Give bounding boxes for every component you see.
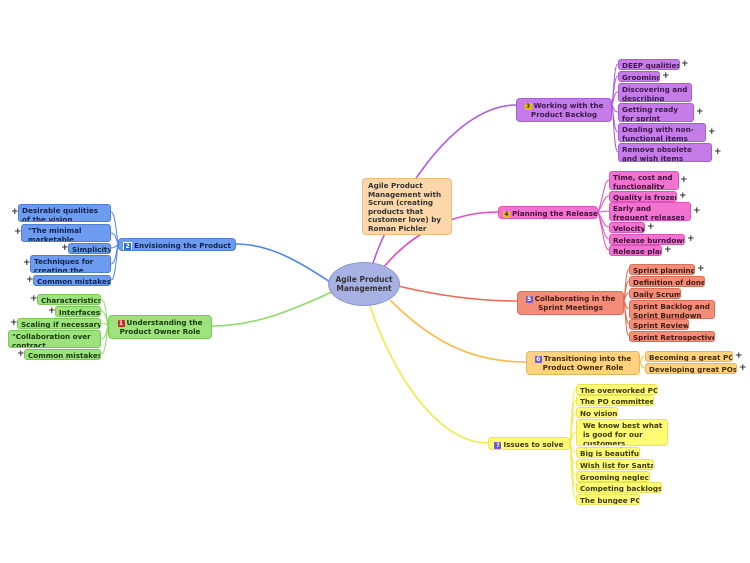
leaf-common-mistakes-role[interactable]: Common mistakes — [24, 349, 101, 360]
expand-plus-icon[interactable]: + — [708, 127, 716, 137]
leaf-bungee-po[interactable]: The bungee PO — [576, 494, 640, 505]
leaf-velocity[interactable]: Velocity — [609, 222, 645, 233]
leaf-sprint-review[interactable]: Sprint Review — [629, 319, 689, 330]
badge-6-icon: 6 — [534, 355, 542, 363]
leaf-common-mistakes-vision[interactable]: Common mistakes — [33, 275, 111, 286]
topic-issues-to-solve[interactable]: ?Issues to solve — [488, 437, 570, 450]
expand-plus-icon[interactable]: + — [23, 258, 31, 268]
leaf-sprint-planning[interactable]: Sprint planning — [629, 264, 695, 275]
leaf-deep-qualities[interactable]: DEEP qualities — [618, 59, 680, 70]
leaf-getting-ready[interactable]: Getting ready for sprint planning — [618, 103, 694, 122]
leaf-overworked-po[interactable]: The overworked PO — [576, 384, 658, 395]
leaf-remove-obsolete[interactable]: Remove obsolete and wish items — [618, 143, 712, 162]
central-topic-label: Agile Product Management — [335, 275, 393, 293]
leaf-po-committee[interactable]: The PO committee — [576, 395, 654, 406]
leaf-competing-backlogs[interactable]: Competing backlogs — [576, 482, 662, 493]
leaf-grooming-neglect[interactable]: Grooming neglect — [576, 471, 650, 482]
badge-1-icon: 1 — [117, 319, 125, 327]
badge-5-icon: 5 — [525, 295, 533, 303]
topic-issues-to-solve-label: Issues to solve — [503, 440, 564, 449]
leaf-becoming-great-po[interactable]: Becoming a great PO — [645, 351, 733, 362]
leaf-we-know-best[interactable]: We know best what is good for our custom… — [576, 419, 668, 446]
expand-plus-icon[interactable]: + — [48, 306, 56, 316]
leaf-techniques-vision[interactable]: Techniques for creating the vision — [30, 255, 111, 273]
leaf-early-releases[interactable]: Early and frequent releases — [609, 202, 691, 221]
expand-plus-icon[interactable]: + — [664, 245, 672, 255]
expand-plus-icon[interactable]: + — [687, 234, 695, 244]
leaf-developing-great-pos[interactable]: Developing great POs — [645, 363, 737, 374]
leaf-wish-list-santa[interactable]: Wish list for Santa — [576, 459, 654, 470]
leaf-desirable-qualities[interactable]: Desirable qualities of the vision — [18, 204, 111, 222]
leaf-release-plan[interactable]: Release plan — [609, 245, 662, 256]
topic-sprint-meetings-label: Collaborating in the Sprint Meetings — [534, 294, 616, 312]
expand-plus-icon[interactable]: + — [697, 264, 705, 274]
leaf-interfaces[interactable]: Interfaces — [55, 306, 101, 317]
book-note: Agile Product Management with Scrum (cre… — [362, 178, 452, 235]
topic-planning-release-label: Planning the Release — [512, 209, 598, 218]
badge-3-icon: 3 — [524, 102, 532, 110]
leaf-sprint-retrospective[interactable]: Sprint Retrospective — [629, 331, 715, 342]
leaf-discovering-items[interactable]: Discovering and describing items — [618, 83, 692, 102]
expand-plus-icon[interactable]: + — [696, 107, 704, 117]
expand-plus-icon[interactable]: + — [14, 227, 22, 237]
badge-4-icon: 4 — [503, 210, 510, 218]
topic-understanding-role-label: Understanding the Product Owner Role — [119, 318, 203, 336]
leaf-collaboration-contract[interactable]: "Collaboration over contract negotiation… — [8, 330, 101, 348]
badge-2-icon: 2 — [123, 241, 133, 250]
expand-plus-icon[interactable]: + — [680, 175, 688, 185]
leaf-characteristics[interactable]: Characteristics — [37, 294, 101, 305]
expand-plus-icon[interactable]: + — [662, 71, 670, 81]
leaf-definition-done[interactable]: Definition of done — [629, 276, 705, 287]
central-topic[interactable]: Agile Product Management — [328, 262, 400, 306]
badge-question-icon: ? — [494, 441, 502, 449]
expand-plus-icon[interactable]: + — [17, 349, 25, 359]
leaf-daily-scrum[interactable]: Daily Scrum — [629, 288, 681, 299]
leaf-simplicity[interactable]: Simplicity — [68, 243, 111, 254]
expand-plus-icon[interactable]: + — [735, 351, 743, 361]
expand-plus-icon[interactable]: + — [10, 318, 18, 328]
leaf-minimal-marketable[interactable]: "The minimal marketable product" — [21, 224, 111, 242]
expand-plus-icon[interactable]: + — [647, 222, 655, 232]
expand-plus-icon[interactable]: + — [739, 363, 747, 373]
topic-product-backlog-label: Working with the Product Backlog — [530, 101, 604, 119]
topic-transitioning-role-label: Transitioning into the Product Owner Rol… — [542, 354, 632, 372]
leaf-no-vision[interactable]: No vision — [576, 407, 618, 418]
expand-plus-icon[interactable]: + — [26, 275, 34, 285]
leaf-release-burndown[interactable]: Release burndown — [609, 234, 685, 245]
expand-plus-icon[interactable]: + — [30, 294, 38, 304]
expand-plus-icon[interactable]: + — [11, 207, 19, 217]
expand-plus-icon[interactable]: + — [681, 59, 689, 69]
leaf-grooming[interactable]: Grooming — [618, 71, 660, 82]
topic-envisioning-product-label: Envisioning the Product — [134, 241, 231, 250]
expand-plus-icon[interactable]: + — [61, 243, 69, 253]
leaf-sprint-backlog[interactable]: Sprint Backlog and Sprint Burndown — [629, 300, 715, 319]
leaf-big-is-beautiful[interactable]: Big is beautiful — [576, 447, 640, 458]
leaf-time-cost[interactable]: Time, cost and functionality — [609, 171, 679, 190]
expand-plus-icon[interactable]: + — [679, 191, 687, 201]
expand-plus-icon[interactable]: + — [714, 147, 722, 157]
expand-plus-icon[interactable]: + — [693, 206, 701, 216]
leaf-quality-frozen[interactable]: Quality is frozen — [609, 191, 677, 202]
leaf-scaling[interactable]: Scaling if necessary — [17, 318, 101, 329]
leaf-non-functional[interactable]: Dealing with non-functional items — [618, 123, 706, 142]
